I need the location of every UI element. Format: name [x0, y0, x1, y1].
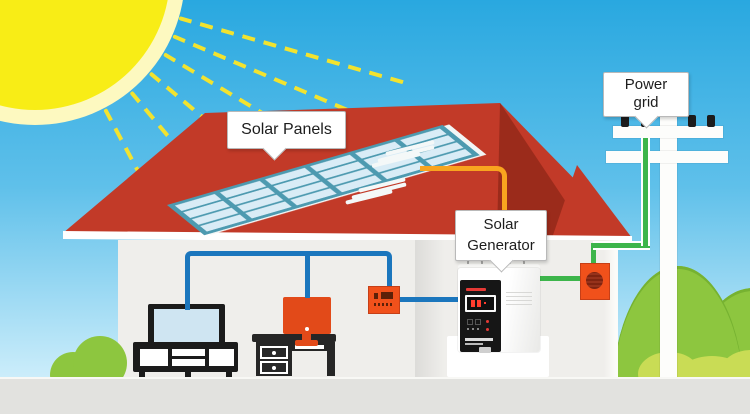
- wall-corner-highlight: [604, 240, 618, 378]
- monitor-neck: [302, 334, 311, 341]
- grid-wire-green: [535, 276, 585, 281]
- power-grid-label-line2: grid: [633, 94, 659, 111]
- desk-leg: [327, 342, 335, 376]
- grid-wire-green: [593, 241, 650, 250]
- monitor-power-led: [305, 327, 309, 331]
- stand-shelf: [140, 349, 168, 366]
- ac-wire-blue: [185, 251, 392, 310]
- tv-stand: [133, 342, 238, 378]
- solar-generator-label-line2: Generator: [467, 237, 535, 254]
- pole-insulator: [621, 115, 629, 127]
- slot: [381, 292, 393, 299]
- generator-label-text: [465, 343, 483, 345]
- generator-label-text: [465, 338, 493, 341]
- grid-wire-green: [641, 138, 650, 246]
- meter-dial: [586, 272, 603, 289]
- stand-foot: [139, 372, 145, 378]
- generator-button: [475, 319, 481, 325]
- pole-crossarm: [606, 151, 728, 163]
- tv-screen: [154, 309, 219, 342]
- solar-panels-callout: Solar Panels: [227, 111, 346, 161]
- ac-wire-blue: [395, 297, 465, 302]
- solar-generator-callout: Solar Generator: [455, 210, 547, 273]
- stand-foot: [226, 372, 232, 378]
- generator-brand-mark: [466, 288, 486, 291]
- stand-foot: [185, 372, 191, 378]
- desk-rail-slot: [295, 345, 324, 349]
- solar-generator-label-line1: Solar: [483, 216, 519, 233]
- drawer: [260, 346, 288, 359]
- generator-logo: [479, 347, 491, 353]
- generator-button: [467, 319, 473, 325]
- breaker-box-icon: [368, 286, 400, 314]
- utility-meter-icon: [580, 263, 610, 300]
- slot: [374, 293, 378, 299]
- pole-insulator: [707, 115, 715, 127]
- generator-led: [486, 328, 489, 331]
- utility-pole: [660, 117, 677, 380]
- desk: [252, 334, 336, 342]
- drawer: [260, 361, 288, 374]
- ground: [0, 377, 750, 414]
- solar-panels-label: Solar Panels: [241, 121, 332, 138]
- power-grid-label-line1: Power: [624, 76, 668, 93]
- pole-crossarm: [613, 126, 723, 138]
- desk-drawers: [256, 342, 292, 376]
- grid-wire-green: [591, 243, 596, 267]
- stand-shelf: [172, 349, 205, 356]
- generator-led: [486, 320, 489, 323]
- power-grid-callout: Power grid: [603, 72, 689, 129]
- ac-wire-blue: [305, 253, 310, 298]
- pole-insulator: [688, 115, 696, 127]
- stand-shelf: [209, 349, 234, 366]
- monitor-base: [295, 340, 318, 346]
- roof-right-hip: [552, 165, 632, 238]
- stand-shelf: [172, 359, 205, 366]
